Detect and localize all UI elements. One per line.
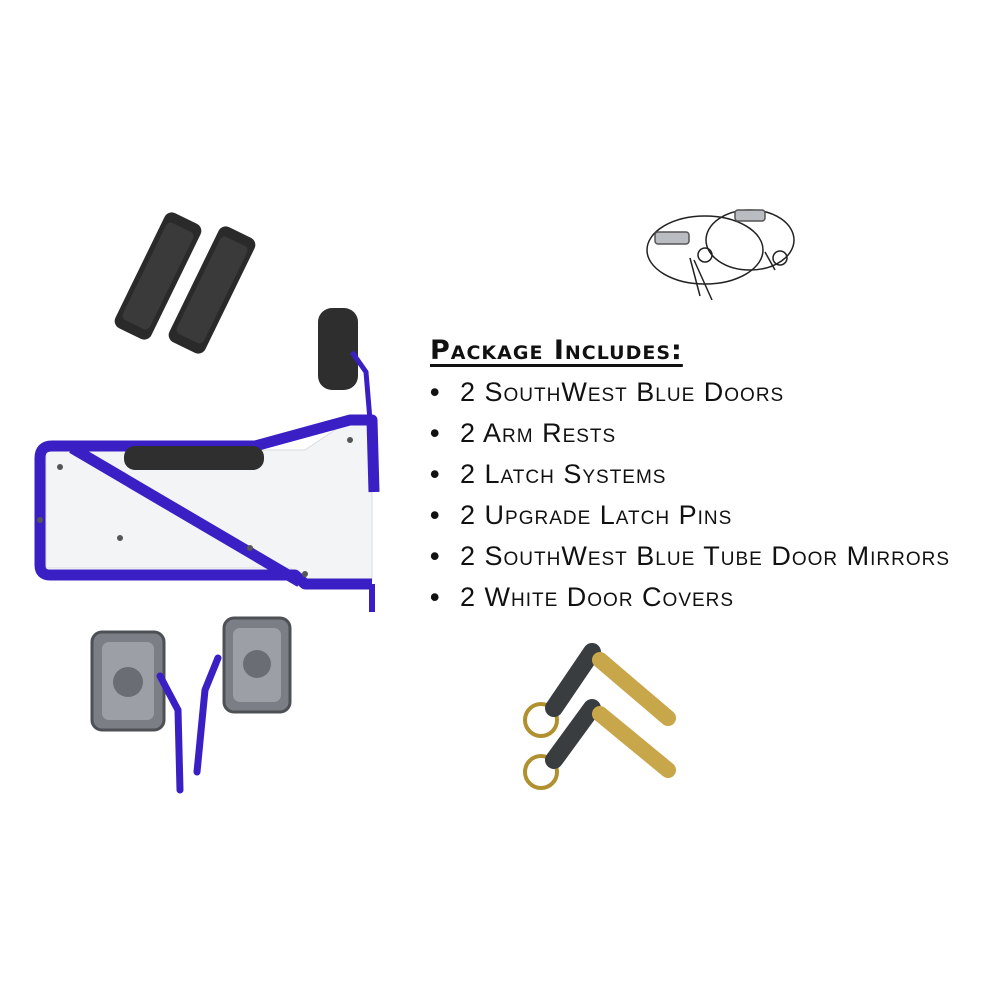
bullet-icon: • — [430, 418, 441, 448]
list-item-label: 2 SouthWest Blue Tube Door Mirrors — [460, 541, 950, 571]
bullet-icon: • — [430, 500, 441, 530]
package-includes: Package Includes: • 2 SouthWest Blue Door… — [430, 335, 995, 618]
list-item: • 2 SouthWest Blue Doors — [430, 372, 995, 413]
list-item-label: 2 Upgrade Latch Pins — [460, 500, 733, 530]
bullet-icon: • — [430, 582, 441, 612]
list-item-label: 2 White Door Covers — [460, 582, 735, 612]
bullet-icon: • — [430, 459, 441, 489]
door-mirror-top-icon — [318, 308, 373, 421]
list-item: • 2 Upgrade Latch Pins — [430, 495, 995, 536]
tube-door-icon — [34, 414, 380, 612]
package-list: • 2 SouthWest Blue Doors • 2 Arm Rests • 2 … — [430, 372, 995, 618]
tube-mirrors-icon — [90, 616, 292, 794]
list-item-label: 2 Latch Systems — [460, 459, 667, 489]
list-item: • 2 Arm Rests — [430, 413, 995, 454]
list-item-label: 2 Arm Rests — [460, 418, 617, 448]
list-item-label: 2 SouthWest Blue Doors — [460, 377, 785, 407]
list-item: • 2 Latch Systems — [430, 454, 995, 495]
arm-rest-pads-icon — [114, 212, 256, 354]
latch-cables-icon — [646, 209, 795, 301]
package-title: Package Includes: — [430, 335, 683, 366]
list-item: • 2 White Door Covers — [430, 577, 995, 618]
list-item: • 2 SouthWest Blue Tube Door Mirrors — [430, 536, 995, 577]
latch-pins-icon — [523, 643, 676, 790]
bullet-icon: • — [430, 541, 441, 571]
bullet-icon: • — [430, 377, 441, 407]
